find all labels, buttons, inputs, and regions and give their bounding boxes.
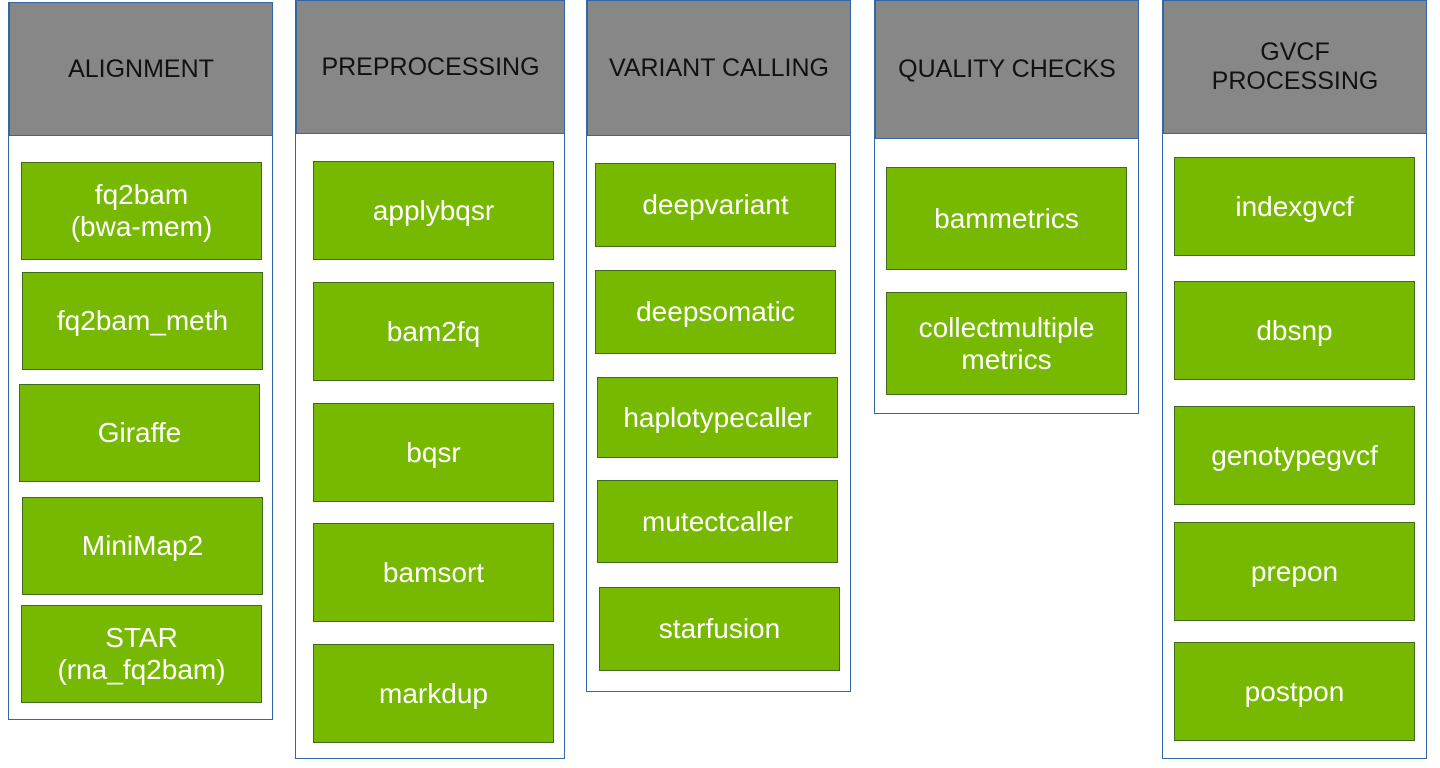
- column-header-variant-calling: VARIANT CALLING: [587, 0, 851, 136]
- tool-starfusion[interactable]: starfusion: [599, 587, 840, 671]
- tool-bamsort[interactable]: bamsort: [313, 523, 554, 622]
- tool-bammetrics[interactable]: bammetrics: [886, 167, 1127, 270]
- tool-mutectcaller[interactable]: mutectcaller: [597, 480, 838, 563]
- tool-applybqsr[interactable]: applybqsr: [313, 161, 554, 260]
- tool-bqsr[interactable]: bqsr: [313, 403, 554, 502]
- tool-giraffe[interactable]: Giraffe: [19, 384, 260, 482]
- column-header-quality-checks: QUALITY CHECKS: [875, 0, 1139, 139]
- tool-deepsomatic[interactable]: deepsomatic: [595, 270, 836, 354]
- column-header-gvcf-processing: GVCF PROCESSING: [1163, 0, 1427, 134]
- tool-indexgvcf[interactable]: indexgvcf: [1174, 157, 1415, 256]
- tool-minimap2[interactable]: MiniMap2: [22, 497, 263, 595]
- tool-bam2fq[interactable]: bam2fq: [313, 282, 554, 381]
- tool-prepon[interactable]: prepon: [1174, 522, 1415, 621]
- tool-dbsnp[interactable]: dbsnp: [1174, 281, 1415, 380]
- tool-star[interactable]: STAR (rna_fq2bam): [21, 605, 262, 703]
- tool-fq2bam[interactable]: fq2bam (bwa-mem): [21, 162, 262, 260]
- tool-genotypegvcf[interactable]: genotypegvcf: [1174, 406, 1415, 505]
- column-header-alignment: ALIGNMENT: [9, 2, 273, 136]
- tool-collectmultiplemetrics[interactable]: collectmultiple metrics: [886, 292, 1127, 395]
- column-header-preprocessing: PREPROCESSING: [296, 0, 565, 134]
- tool-markdup[interactable]: markdup: [313, 644, 554, 743]
- tool-postpon[interactable]: postpon: [1174, 642, 1415, 741]
- tool-haplotypecaller[interactable]: haplotypecaller: [597, 377, 838, 458]
- tool-deepvariant[interactable]: deepvariant: [595, 163, 836, 247]
- tool-fq2bam-meth[interactable]: fq2bam_meth: [22, 272, 263, 370]
